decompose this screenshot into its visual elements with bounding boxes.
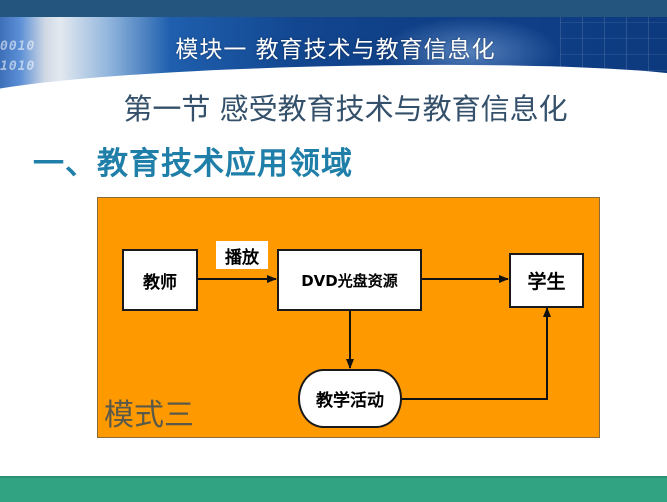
node-dvd-resource: DVD光盘资源 xyxy=(277,249,422,311)
node-teaching-activity: 教学活动 xyxy=(298,369,402,428)
node-teacher: 教师 xyxy=(122,249,198,311)
page-heading: 一、教育技术应用领域 xyxy=(33,146,353,182)
flow-diagram: 教师 播放 DVD光盘资源 学生 教学活动 模式三 xyxy=(97,197,600,438)
mode-label: 模式三 xyxy=(104,398,194,433)
node-student: 学生 xyxy=(509,253,584,308)
footer-bar xyxy=(0,476,667,502)
top-bar xyxy=(0,0,667,20)
section-title: 第一节 感受教育技术与教育信息化 xyxy=(123,92,568,126)
edge-label-play: 播放 xyxy=(216,241,268,269)
binary-decoration: 0010 1010 xyxy=(0,39,36,74)
edge-activity-student xyxy=(401,307,551,400)
diagram-connectors xyxy=(197,275,551,400)
module-title: 模块一 教育技术与教育信息化 xyxy=(175,37,496,63)
